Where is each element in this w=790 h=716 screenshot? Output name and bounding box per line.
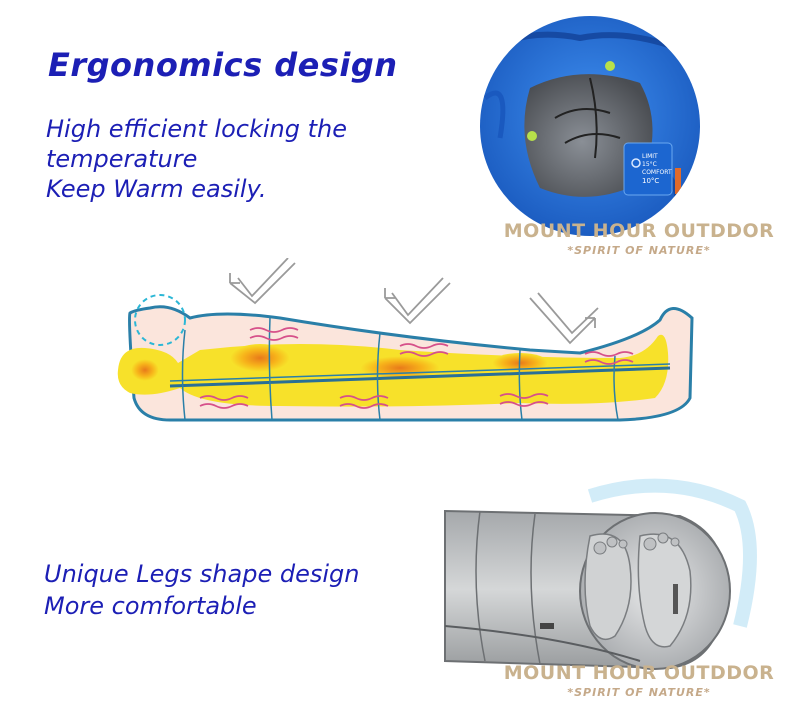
watermark-tagline: *SPIRIT OF NATURE* [567, 244, 711, 257]
watermark-top: MOUNT HOUR OUTDDOR *SPIRIT OF NATURE* [498, 220, 780, 257]
watermark-brand: MOUNT HOUR OUTDDOR [503, 220, 775, 242]
watermark-bottom: MOUNT HOUR OUTDDOR *SPIRIT OF NATURE* [498, 662, 780, 699]
page-heading: Ergonomics design [48, 46, 398, 84]
hood-label-limit: LIMIT [642, 153, 658, 160]
heat-diagram [117, 258, 694, 422]
feature-description-warmth: High efficient locking the temperature K… [46, 114, 347, 204]
feature-description-legs: Unique Legs shape design More comfortabl… [44, 558, 359, 622]
legs-photo [444, 478, 757, 670]
desc-line-2: temperature [46, 145, 198, 173]
hood-label-comfort: COMFORT [642, 169, 672, 176]
watermark-brand-2: MOUNT HOUR OUTDDOR [503, 662, 775, 684]
desc-line-4: Unique Legs shape design [44, 560, 360, 588]
hood-photo: LIMIT 15°C COMFORT 10°C [480, 16, 700, 236]
desc-line-1: High efficient locking the [46, 115, 347, 143]
hood-label-limit-temp: 15°C [642, 161, 657, 168]
hood-label-comfort-temp: 10°C [642, 177, 659, 185]
watermark-tagline-2: *SPIRIT OF NATURE* [567, 686, 711, 699]
desc-line-3: Keep Warm easily. [46, 175, 267, 203]
desc-line-5: More comfortable [44, 592, 257, 620]
